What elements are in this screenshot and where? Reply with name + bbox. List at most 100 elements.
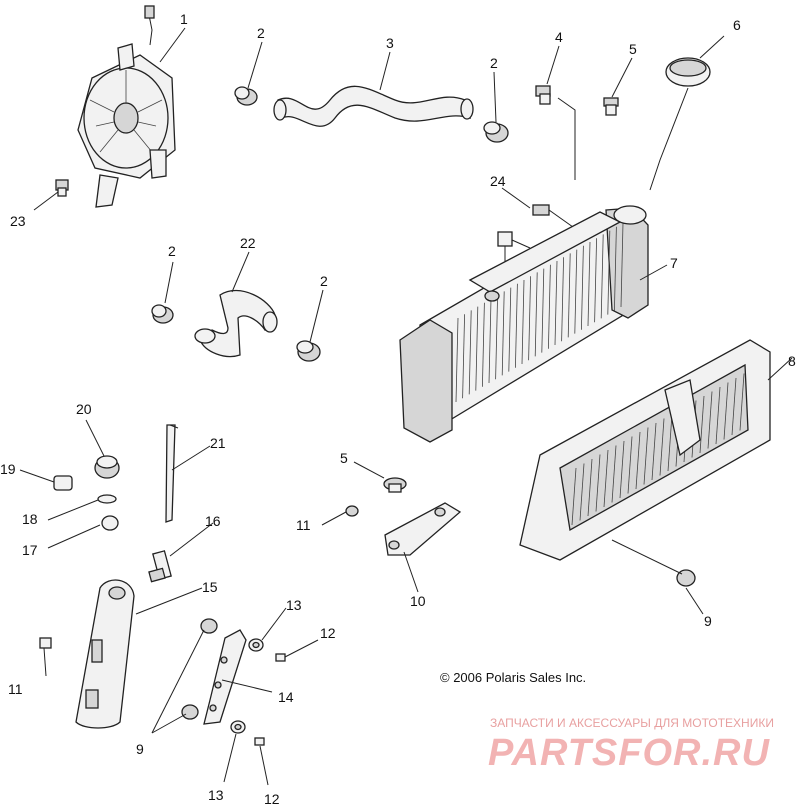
callout-24: 24	[490, 173, 506, 189]
radiator-fin	[567, 253, 571, 338]
part-clamp-2a	[234, 86, 258, 106]
callout-2d: 2	[320, 273, 328, 289]
radiator-fin	[581, 245, 584, 330]
radiator-fin	[468, 310, 472, 395]
shroud-grid-line	[715, 386, 721, 445]
radiator-fin	[508, 287, 512, 372]
callout-22: 22	[240, 235, 256, 251]
part-seal-17	[101, 515, 119, 531]
part-sleeve-19	[53, 475, 73, 491]
part-bolt-9b	[200, 618, 218, 634]
shroud-grid-line	[707, 391, 713, 449]
shroud-grid-line	[627, 436, 633, 494]
callout-10: 10	[410, 593, 426, 609]
radiator-fin	[515, 283, 518, 368]
callout-1: 1	[180, 11, 188, 27]
part-clamp-2d	[296, 340, 321, 362]
callout-3: 3	[386, 35, 394, 51]
radiator-fin	[614, 226, 617, 311]
part-sensor-24	[497, 204, 581, 262]
callout-labels: 1 2 3 2 4 5 6 23 24 7 2 22 2 8 20 21 19 …	[0, 11, 796, 807]
callout-2c: 2	[168, 243, 176, 259]
part-nut-13b	[230, 720, 246, 734]
callout-19: 19	[0, 461, 16, 477]
part-fan-assembly	[77, 5, 176, 208]
callout-11a: 11	[296, 517, 311, 533]
part-bolt-23	[55, 179, 69, 197]
leader-lines	[19, 27, 793, 786]
callout-17: 17	[22, 542, 38, 558]
part-reservoir-15	[75, 579, 135, 729]
radiator-fin	[495, 295, 498, 380]
callout-18: 18	[22, 511, 38, 527]
radiator-fin	[561, 257, 564, 342]
part-bolt-11b	[39, 637, 52, 649]
part-radiator-7	[399, 205, 649, 443]
shroud-grid-line	[595, 454, 601, 512]
shroud-grid-line	[739, 373, 745, 431]
part-shroud-8	[519, 339, 771, 561]
part-hose-22	[194, 289, 278, 358]
callout-5a: 5	[629, 41, 637, 57]
shroud-grid-line	[587, 458, 593, 517]
radiator-fin	[541, 268, 545, 353]
callout-21: 21	[210, 435, 226, 451]
callout-16: 16	[205, 513, 221, 529]
radiator-fin	[501, 291, 505, 376]
callout-8: 8	[788, 353, 796, 369]
callout-13a: 13	[286, 597, 302, 613]
part-sensor-4	[535, 85, 551, 105]
callout-2b: 2	[490, 55, 498, 71]
shroud-grid-line	[667, 413, 673, 472]
shroud-grid-line	[611, 445, 617, 503]
callout-14: 14	[278, 689, 294, 705]
callout-2a: 2	[257, 25, 265, 41]
shroud-grid-line	[723, 382, 729, 440]
callout-5b: 5	[340, 450, 348, 466]
shroud-grid-line	[651, 422, 657, 481]
shroud-grid-line	[579, 463, 585, 521]
part-washer-12b	[254, 737, 265, 746]
radiator-fin	[528, 276, 531, 361]
callout-7: 7	[670, 255, 678, 271]
radiator-fin	[521, 279, 525, 365]
radiator-fin	[462, 314, 465, 399]
part-plug-5b	[383, 477, 407, 493]
callout-6: 6	[733, 17, 741, 33]
callout-15: 15	[202, 579, 218, 595]
callout-20: 20	[76, 401, 92, 417]
radiator-fin	[600, 234, 604, 319]
callout-11b: 11	[8, 681, 23, 697]
shroud-grid-line	[603, 449, 609, 508]
shroud-grid-line	[619, 440, 625, 499]
part-hose-3	[273, 85, 474, 127]
watermark-tagline: ЗАПЧАСТИ И АКСЕССУАРЫ ДЛЯ МОТОТЕХНИКИ	[490, 716, 774, 730]
callout-12b: 12	[264, 791, 280, 807]
part-bracket-10	[384, 502, 462, 556]
radiator-fin	[488, 298, 492, 384]
radiator-fin	[475, 306, 479, 391]
callout-4: 4	[555, 29, 563, 45]
part-bolt-11a	[345, 505, 359, 517]
radiator-fin	[607, 230, 611, 315]
part-plug-5a	[603, 97, 619, 116]
shroud-grid-line	[731, 377, 737, 436]
part-fitting-16	[148, 550, 172, 583]
part-bracket-14	[203, 629, 247, 725]
part-clamp-2c	[151, 304, 174, 324]
radiator-fin	[594, 238, 597, 323]
part-cap-6	[665, 57, 711, 87]
shroud-grid-line	[659, 418, 665, 476]
part-hose-21	[165, 424, 179, 523]
radiator-fin	[587, 241, 591, 327]
part-cap-20	[94, 455, 120, 479]
radiator-fin	[548, 264, 551, 349]
shroud-grid-line	[699, 395, 705, 454]
shroud-grid-line	[643, 427, 649, 485]
callout-9b: 9	[136, 741, 144, 757]
shroud-grid-line	[571, 467, 577, 526]
watermark: ЗАПЧАСТИ И АКСЕССУАРЫ ДЛЯ МОТОТЕХНИКИ PA…	[488, 716, 774, 774]
part-nut-13a	[248, 638, 264, 652]
part-clamp-2b	[483, 121, 509, 143]
